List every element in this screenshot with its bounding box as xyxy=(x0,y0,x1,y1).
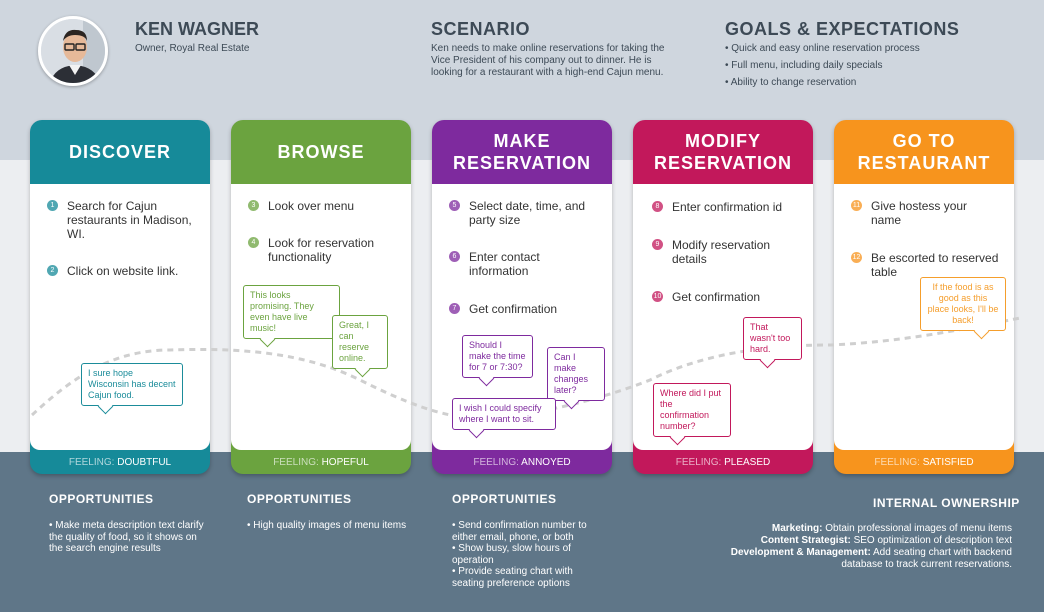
step-item: 5 Select date, time, and party size xyxy=(449,199,597,227)
stage-title: BROWSE xyxy=(277,142,365,162)
step-text: Enter contact information xyxy=(469,250,540,278)
opportunity-item: Make meta description text clarify the q… xyxy=(49,520,209,555)
step-item: 6 Enter contact information xyxy=(449,250,597,278)
goals-title: GOALS & EXPECTATIONS xyxy=(725,19,960,39)
ownership-role: Content Strategist: xyxy=(760,535,851,546)
opportunities-title: OPPORTUNITIES xyxy=(49,492,154,506)
scenario-title: SCENARIO xyxy=(431,19,531,39)
step-number: 11 xyxy=(851,200,862,211)
ownership-role: Marketing: xyxy=(771,523,823,534)
stage-title: GO TO RESTAURANT xyxy=(857,131,991,173)
step-item: 7 Get confirmation xyxy=(449,302,597,316)
feeling-label: FEELING: ANNOYED xyxy=(473,457,571,468)
ownership-title: INTERNAL OWNERSHIP xyxy=(873,496,1020,510)
ownership-text: Add seating chart with backend database … xyxy=(841,547,1012,570)
step-item: 4 Look for reservation functionality xyxy=(248,236,396,264)
feeling-label: FEELING: HOPEFUL xyxy=(273,457,369,468)
opportunity-item: Provide seating chart with seating prefe… xyxy=(452,566,602,589)
stage-title: DISCOVER xyxy=(68,142,172,162)
step-number: 6 xyxy=(449,251,460,262)
step-text: Look over menu xyxy=(268,199,355,213)
thought-bubble: This looks promising. They even have liv… xyxy=(243,285,340,339)
scenario-text: Ken needs to make online reservations fo… xyxy=(431,43,665,78)
feeling-value: ANNOYED xyxy=(521,457,571,468)
step-item: 10 Get confirmation xyxy=(652,290,800,304)
opportunities-title: OPPORTUNITIES xyxy=(452,492,557,506)
goal-item: Ability to change reservation xyxy=(725,77,920,94)
opportunity-item: Send confirmation number to either email… xyxy=(452,520,602,543)
step-number: 1 xyxy=(47,200,58,211)
ownership-item: Development & Management: Add seating ch… xyxy=(612,547,1012,571)
step-item: 1 Search for Cajun restaurants in Madiso… xyxy=(47,199,195,241)
step-text: Select date, time, and party size xyxy=(469,199,586,227)
step-number: 5 xyxy=(449,200,460,211)
opportunity-item: Show busy, slow hours of operation xyxy=(452,543,602,566)
step-item: 11 Give hostess your name xyxy=(851,199,999,227)
step-text: Modify reservation details xyxy=(672,238,771,266)
step-text: Look for reservation functionality xyxy=(268,236,375,264)
opportunities-list: Send confirmation number to either email… xyxy=(452,520,602,589)
stage-title: MODIFY RESERVATION xyxy=(653,131,793,173)
opportunities-list: High quality images of menu items xyxy=(247,520,407,532)
opportunities-list: Make meta description text clarify the q… xyxy=(49,520,209,555)
step-text: Get confirmation xyxy=(469,302,558,316)
feeling-value: DOUBTFUL xyxy=(117,457,172,468)
step-text: Enter confirmation id xyxy=(672,200,783,214)
goal-item: Full menu, including daily specials xyxy=(725,60,920,77)
step-text: Be escorted to reserved table xyxy=(871,251,999,279)
feeling-label: FEELING: PLEASED xyxy=(675,457,771,468)
ownership-item: Marketing: Obtain professional images of… xyxy=(612,523,1012,535)
thought-bubble: If the food is as good as this place loo… xyxy=(920,277,1006,331)
step-item: 12 Be escorted to reserved table xyxy=(851,251,999,279)
thought-bubble: I sure hope Wisconsin has decent Cajun f… xyxy=(81,363,183,406)
step-item: 8 Enter confirmation id xyxy=(652,200,800,214)
persona-name: KEN WAGNER xyxy=(135,19,260,39)
persona-role: Owner, Royal Real Estate xyxy=(135,43,250,54)
thought-bubble: I wish I could specify where I want to s… xyxy=(452,398,556,430)
step-number: 10 xyxy=(652,291,663,302)
goal-item: Quick and easy online reservation proces… xyxy=(725,43,919,60)
opportunity-item: High quality images of menu items xyxy=(247,520,407,532)
stage-card-modify-reservation: MODIFY RESERVATION 8 Enter confirmation … xyxy=(633,120,813,474)
thought-bubble: Great, I can reserve online. xyxy=(332,315,388,369)
stage-title: MAKE RESERVATION xyxy=(452,131,592,173)
step-text: Get confirmation xyxy=(672,290,761,304)
ownership-text: SEO optimization of description text xyxy=(853,535,1012,546)
step-item: 3 Look over menu xyxy=(248,199,396,213)
step-number: 2 xyxy=(47,265,58,276)
step-number: 7 xyxy=(449,303,460,314)
feeling-value: HOPEFUL xyxy=(321,457,369,468)
step-text: Search for Cajun restaurants in Madison,… xyxy=(67,199,192,241)
feeling-value: PLEASED xyxy=(724,457,771,468)
step-item: 9 Modify reservation details xyxy=(652,238,800,266)
ownership-item: Content Strategist: SEO optimization of … xyxy=(612,535,1012,547)
thought-bubble: Can I make changes later? xyxy=(547,347,605,401)
step-number: 8 xyxy=(652,201,663,212)
goals-list: Quick and easy online reservation proces… xyxy=(725,43,920,94)
ownership-role: Development & Management: xyxy=(730,547,871,558)
thought-bubble: Should I make the time for 7 or 7:30? xyxy=(462,335,533,378)
thought-bubble: Where did I put the confirmation number? xyxy=(653,383,731,437)
persona-avatar xyxy=(38,16,108,86)
step-text: Click on website link. xyxy=(67,264,179,278)
step-number: 9 xyxy=(652,239,663,250)
ownership-list: Marketing: Obtain professional images of… xyxy=(612,523,1012,571)
feeling-value: SATISFIED xyxy=(922,457,974,468)
thought-bubble: That wasn't too hard. xyxy=(743,317,802,360)
feeling-label: FEELING: DOUBTFUL xyxy=(68,457,172,468)
step-number: 3 xyxy=(248,200,259,211)
step-text: Give hostess your name xyxy=(871,199,968,227)
opportunities-title: OPPORTUNITIES xyxy=(247,492,352,506)
step-item: 2 Click on website link. xyxy=(47,264,195,278)
ownership-text: Obtain professional images of menu items xyxy=(825,523,1012,534)
person-icon xyxy=(41,19,105,83)
step-number: 4 xyxy=(248,237,259,248)
step-number: 12 xyxy=(851,252,862,263)
feeling-label: FEELING: SATISFIED xyxy=(874,457,974,468)
